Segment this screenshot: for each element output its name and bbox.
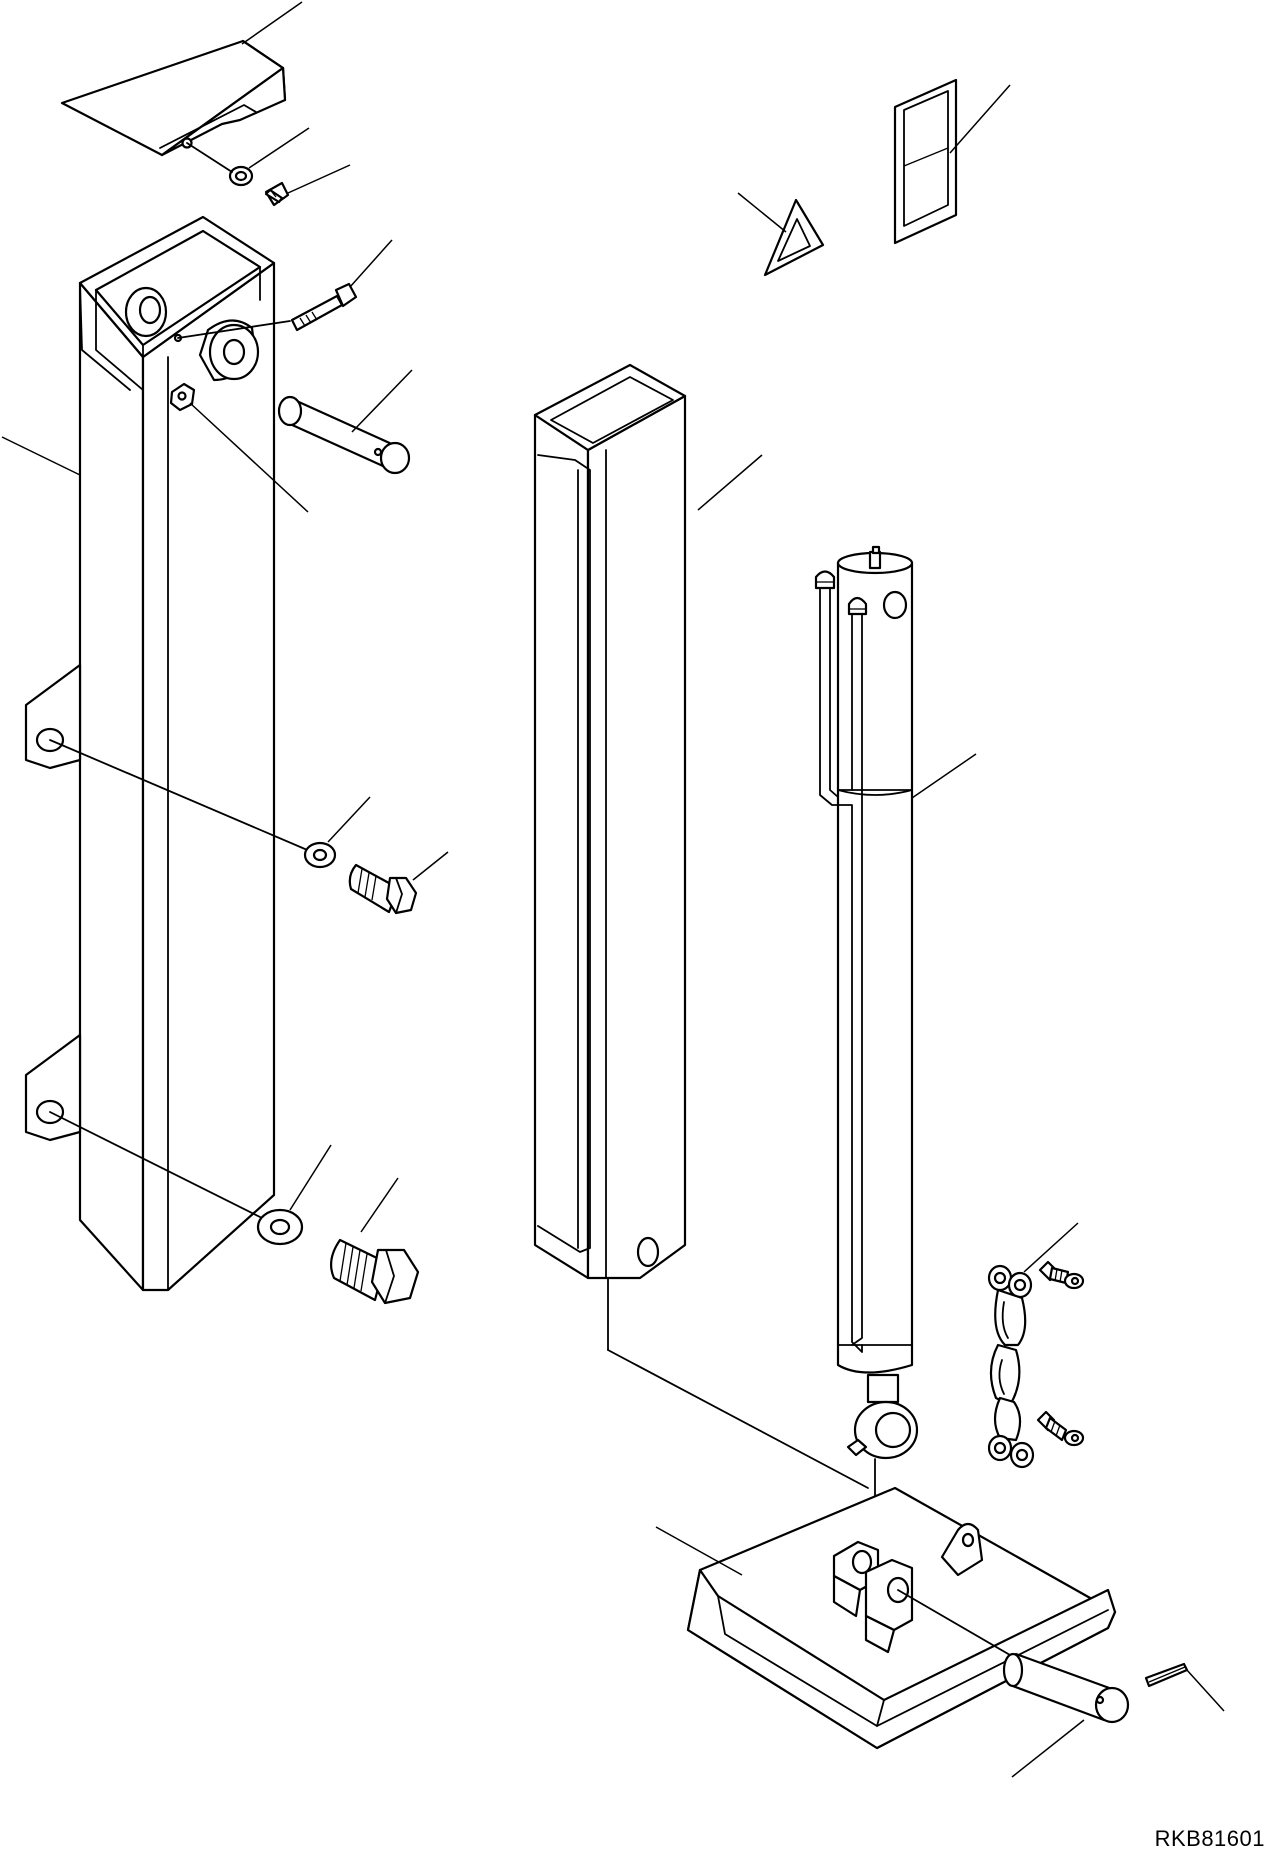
rectangular-decal xyxy=(893,78,958,245)
pivot-collar xyxy=(198,319,260,382)
leader-inner-post xyxy=(697,454,763,511)
hydraulic-cylinder xyxy=(814,545,919,1460)
cover-plate xyxy=(60,39,287,157)
chain-bolt-upper xyxy=(1038,1260,1085,1290)
leader-outer-post xyxy=(1,436,81,476)
centerline-lower xyxy=(49,1111,271,1223)
centerline-inner-to-plate xyxy=(607,1349,869,1489)
middle-washer xyxy=(303,841,337,869)
leader-middle-bolt xyxy=(412,851,449,881)
leader-collar-bolt xyxy=(349,239,393,288)
cover-washer xyxy=(228,165,254,187)
chain-assembly xyxy=(987,1264,1035,1469)
centerline-middle xyxy=(49,739,313,853)
leader-middle-washer xyxy=(327,796,371,843)
lower-bolt xyxy=(329,1238,420,1305)
upper-pin xyxy=(277,395,411,475)
leader-cylinder xyxy=(911,753,977,799)
leader-upper-pin xyxy=(351,369,413,433)
cover-bolt xyxy=(186,142,290,207)
leader-collar-nut xyxy=(189,402,309,513)
middle-bolt xyxy=(348,863,418,915)
centerline-lower-pin xyxy=(897,1589,1011,1656)
leader-triangle-decal xyxy=(737,192,787,233)
leader-cotter-pin xyxy=(1185,1668,1225,1712)
leader-cover-washer xyxy=(248,127,310,169)
leader-chain xyxy=(1023,1222,1079,1273)
leader-cover-plate xyxy=(241,1,303,45)
lower-washer xyxy=(256,1208,304,1246)
leader-cover-bolt xyxy=(287,164,351,194)
base-plate xyxy=(686,1486,1117,1750)
cotter-pin xyxy=(1144,1662,1189,1688)
lower-pin xyxy=(1002,1652,1130,1724)
warning-triangle-decal xyxy=(763,198,825,277)
outer-post xyxy=(24,215,276,1292)
chain-bolt-lower xyxy=(1036,1410,1085,1447)
leader-base-plate xyxy=(655,1526,743,1576)
leader-lower-washer xyxy=(289,1144,332,1211)
drawing-reference-code: RKB81601 xyxy=(1154,1826,1265,1851)
inner-post xyxy=(533,363,687,1280)
leader-lower-pin xyxy=(1011,1719,1085,1778)
leader-rect-decal xyxy=(949,84,1011,154)
collar-bolt xyxy=(177,282,358,339)
leader-lower-bolt xyxy=(360,1177,399,1233)
